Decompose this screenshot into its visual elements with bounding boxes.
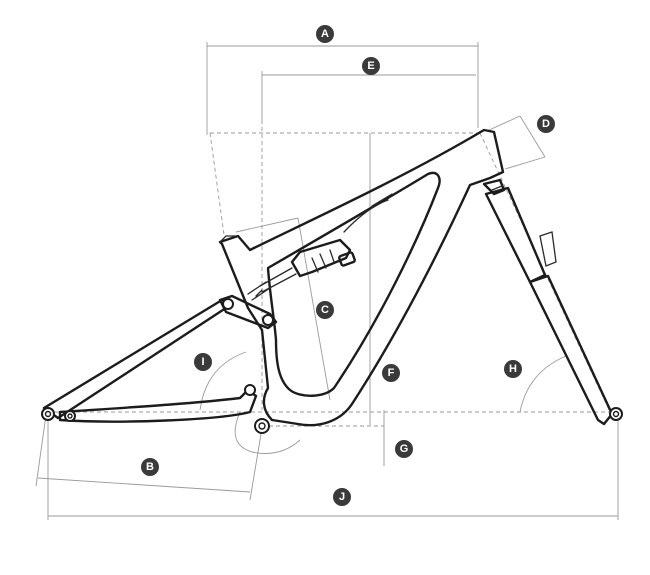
label-badge-i: I — [194, 353, 212, 371]
seat-collar — [219, 235, 239, 243]
label-badge-f: F — [382, 364, 400, 382]
label-badge-c: C — [316, 301, 334, 319]
fork-arch — [539, 231, 557, 267]
rear-triangle — [42, 294, 278, 423]
label-b: B — [146, 461, 154, 473]
label-g: G — [400, 443, 409, 455]
dimension-c-top — [235, 217, 299, 233]
head-tube-axis — [479, 132, 611, 413]
shock-spring — [247, 281, 271, 301]
label-badge-d: D — [537, 115, 555, 133]
dimension-b-line — [37, 477, 251, 493]
seat-angle-ext-a — [209, 132, 225, 236]
dimension-d-top-ext — [486, 115, 521, 132]
front-triangle-outline — [218, 128, 505, 427]
head-angle-arc — [519, 355, 567, 413]
label-d: D — [542, 118, 550, 130]
fork-lower — [528, 274, 614, 426]
label-j: J — [339, 491, 345, 503]
dimension-b-right-ext — [249, 427, 263, 501]
rear-shock — [247, 238, 356, 301]
label-f: F — [388, 367, 395, 379]
top-tube-gusset — [343, 199, 389, 233]
label-badge-e: E — [362, 57, 380, 75]
chain-stay — [58, 388, 258, 423]
rocker-rear-pivot — [222, 298, 234, 310]
pivots — [41, 298, 623, 434]
label-badge-g: G — [395, 440, 413, 458]
rocker-front-pivot — [262, 314, 274, 326]
label-badge-h: H — [504, 360, 522, 378]
dimension-d-bottom-ext — [504, 156, 546, 170]
label-a: A — [321, 28, 329, 40]
label-h: H — [509, 363, 517, 375]
label-e: E — [367, 60, 374, 72]
suspension-fork — [482, 178, 614, 426]
bb-arc — [234, 411, 301, 454]
shock-shaft — [259, 267, 297, 293]
front-triangle-cutout — [266, 171, 441, 397]
front-triangle — [218, 128, 505, 427]
dimension-lines — [35, 42, 619, 520]
dimension-b-left-ext — [35, 414, 47, 487]
shock-body — [290, 238, 352, 278]
main-pivot — [244, 384, 256, 396]
rocker-link — [218, 294, 278, 330]
shock-reservoir — [338, 251, 356, 267]
label-c: C — [321, 304, 329, 316]
top-tube-detail — [371, 193, 393, 207]
label-badge-j: J — [333, 488, 351, 506]
dimension-d-line — [519, 115, 546, 158]
fork-stanchion — [484, 186, 547, 284]
label-i: I — [201, 356, 204, 368]
fork-detail — [491, 185, 503, 191]
shock-ribs — [311, 249, 335, 273]
label-badge-b: B — [141, 458, 159, 476]
label-badge-a: A — [316, 25, 334, 43]
